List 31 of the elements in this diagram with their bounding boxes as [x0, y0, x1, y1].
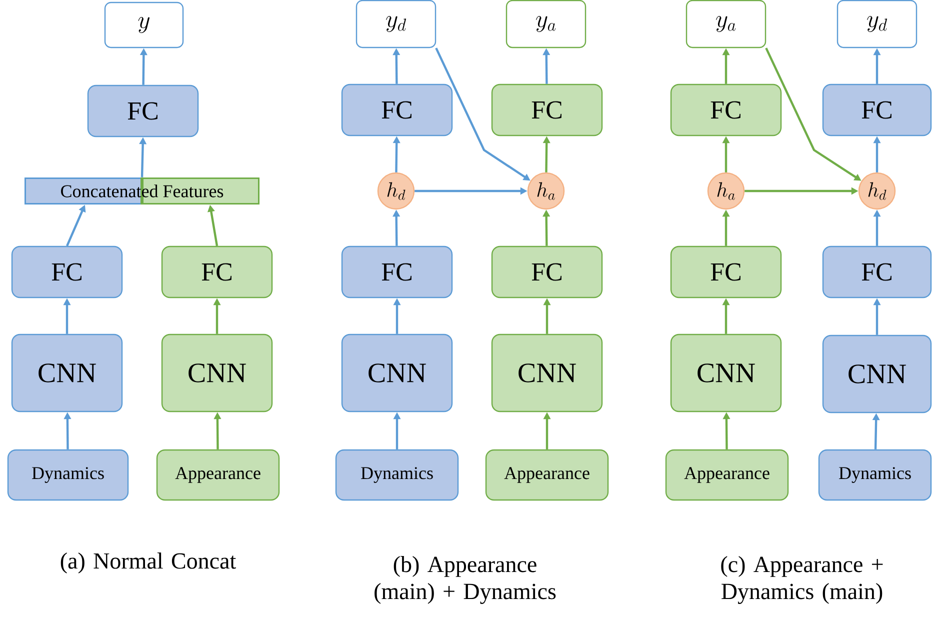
cnn-box: CNN — [491, 334, 603, 412]
fc-layer-box: FC — [822, 84, 932, 136]
input-box: Dynamics — [335, 449, 459, 501]
fc-layer-box: FC — [670, 84, 782, 136]
fc-layer-box: FC — [87, 84, 199, 138]
input-box: Appearance — [156, 449, 280, 501]
output-box: $y$ — [104, 2, 184, 48]
input-box: Appearance — [485, 449, 609, 501]
fc-layer-box: FC — [491, 84, 603, 136]
fc-layer-box: FC — [670, 246, 782, 298]
cnn-box: CNN — [161, 334, 273, 412]
input-box: Appearance — [665, 449, 789, 501]
cnn-box: CNN — [670, 334, 782, 412]
input-box: Dynamics — [7, 449, 129, 501]
cnn-box: CNN — [822, 334, 932, 414]
fc-layer-box: FC — [161, 246, 273, 298]
output-box: $y_a$ — [506, 0, 586, 48]
cnn-box: CNN — [11, 334, 123, 412]
output-box: $y_d$ — [836, 0, 918, 48]
output-box: $y_a$ — [686, 0, 766, 48]
input-box: Dynamics — [818, 449, 932, 501]
fc-layer-box: FC — [11, 246, 123, 298]
fc-layer-box: FC — [491, 246, 603, 298]
caption: (a) Normal Concat — [60, 552, 236, 574]
caption: (c) Appearance + Dynamics (main) — [721, 556, 883, 604]
fc-layer-box: FC — [822, 246, 932, 298]
cnn-box: CNN — [341, 334, 453, 412]
fc-layer-box: FC — [341, 84, 453, 136]
caption: (b) Appearance (main) + Dynamics — [374, 556, 556, 604]
fc-layer-box: FC — [341, 246, 453, 298]
output-box: $y_d$ — [356, 0, 436, 48]
